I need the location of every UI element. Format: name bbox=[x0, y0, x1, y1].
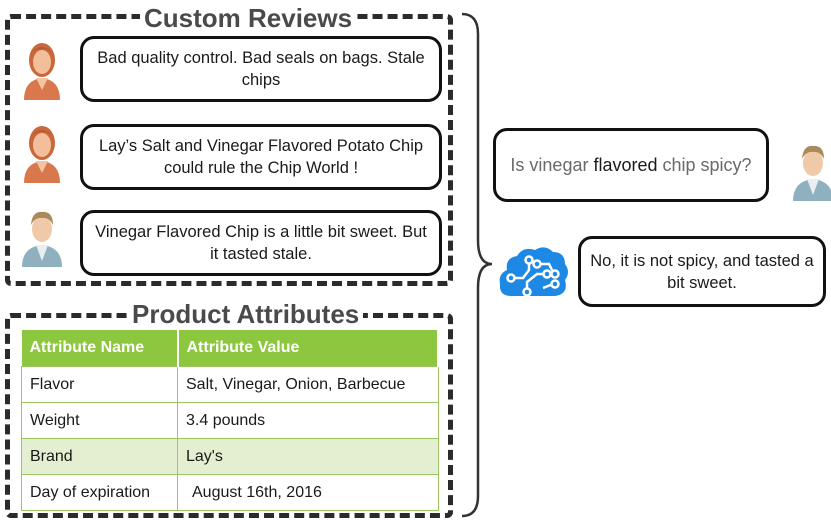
grouping-brace bbox=[461, 12, 493, 518]
answer-bubble: No, it is not spicy, and tasted a bit sw… bbox=[578, 236, 826, 307]
brain-circuit-icon bbox=[499, 247, 568, 297]
question-bubble: Is vinegar flavored chip spicy? bbox=[493, 128, 769, 202]
attribute-name-cell: Brand bbox=[21, 438, 178, 475]
table-row: Day of expiration August 16th, 2016 bbox=[21, 474, 439, 511]
table-row: Weight 3.4 pounds bbox=[21, 402, 439, 439]
product-attributes-title: Product Attributes bbox=[128, 299, 364, 329]
attribute-name-cell: Weight bbox=[21, 402, 178, 439]
review-bubble-2: Lay’s Salt and Vinegar Flavored Potato C… bbox=[80, 124, 442, 190]
review-bubble-1: Bad quality control. Bad seals on bags. … bbox=[80, 36, 442, 102]
attribute-name-cell: Day of expiration bbox=[21, 474, 178, 511]
table-row: Flavor Salt, Vinegar, Onion, Barbecue bbox=[21, 366, 439, 403]
attributes-table: Attribute Name Attribute Value Flavor Sa… bbox=[21, 330, 439, 511]
custom-reviews-title: Custom Reviews bbox=[140, 3, 357, 33]
table-header-value: Attribute Value bbox=[177, 330, 439, 367]
attribute-value-cell: Salt, Vinegar, Onion, Barbecue bbox=[177, 366, 439, 403]
female-user-icon bbox=[16, 119, 68, 183]
attribute-name-cell: Flavor bbox=[21, 366, 178, 403]
female-user-icon bbox=[16, 36, 68, 100]
table-header-name: Attribute Name bbox=[21, 330, 179, 367]
male-user-icon bbox=[16, 203, 68, 267]
attribute-value-cell: Lay's bbox=[177, 438, 439, 475]
attribute-value-cell: 3.4 pounds bbox=[177, 402, 439, 439]
male-user-icon bbox=[787, 137, 831, 201]
attribute-value-cell: August 16th, 2016 bbox=[177, 474, 439, 511]
table-row: Brand Lay's bbox=[21, 438, 439, 475]
review-bubble-3: Vinegar Flavored Chip is a little bit sw… bbox=[80, 210, 442, 276]
question-text: Is vinegar flavored chip spicy? bbox=[510, 155, 752, 175]
